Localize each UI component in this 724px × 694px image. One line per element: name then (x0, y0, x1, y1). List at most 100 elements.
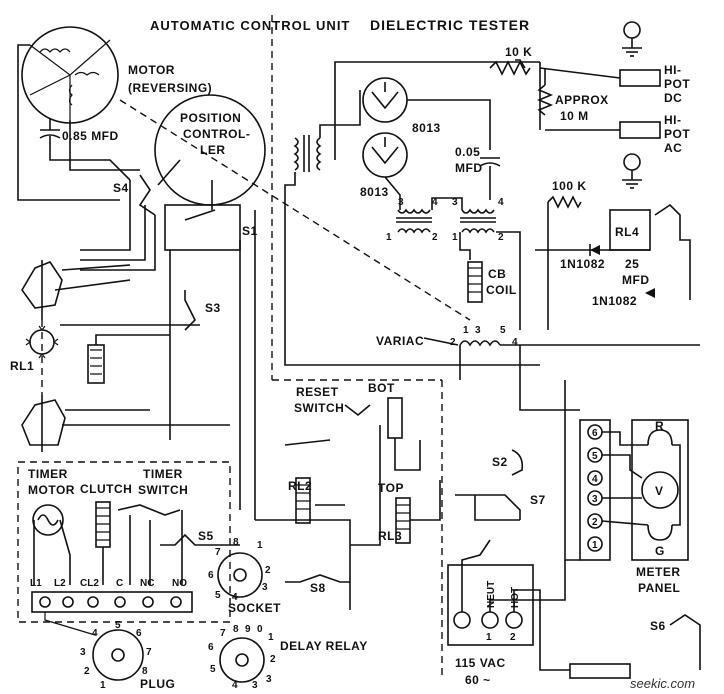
t-num-2: 4 (432, 197, 438, 208)
svg-text:0: 0 (257, 624, 263, 635)
rl1-coil (87, 344, 105, 384)
s6-label: S6 (650, 619, 666, 633)
svg-text:6: 6 (136, 628, 142, 639)
diode-label-1: 1N1082 (560, 257, 605, 271)
meter-v (641, 471, 679, 509)
svg-text:3: 3 (80, 647, 86, 658)
tube-label-top: 8013 (412, 121, 441, 135)
cam-switch-top (21, 260, 63, 320)
svg-text:3: 3 (262, 582, 268, 593)
terminal-block-6 (579, 419, 611, 561)
t-num-4: 4 (498, 197, 504, 208)
bus-1 (80, 180, 131, 251)
s6-switch (669, 614, 701, 670)
svg-text:4: 4 (232, 592, 238, 603)
tube-8013-top (362, 77, 408, 123)
ac-label-2: 60 ~ (465, 673, 491, 687)
r10k-label: 10 K (505, 45, 532, 59)
rl2-winding (296, 484, 310, 510)
plug-leads (44, 612, 96, 636)
rl3-label: RL3 (378, 529, 402, 543)
tube-label-bottom: 8013 (360, 185, 389, 199)
v-num-1: 1 (463, 325, 469, 336)
svg-text:7: 7 (215, 547, 221, 558)
cam-switch-bottom (21, 395, 66, 452)
svg-text:5: 5 (215, 590, 221, 601)
transformer-center-a (396, 208, 432, 234)
approx-label-2: 10 M (560, 109, 589, 123)
rl4-contact (654, 203, 691, 300)
cam-leads-2 (54, 279, 131, 291)
delay-relay-key (235, 653, 249, 667)
tester-wire-2 (319, 90, 361, 138)
pos-ctrl-label-2: CONTROL- (183, 127, 250, 141)
cap-25-2: MFD (622, 273, 650, 287)
ac-outlet-box (447, 564, 534, 646)
timer-lead-2 (59, 519, 71, 585)
t-num-5: 1 (386, 232, 392, 243)
s6-terminal (569, 663, 631, 679)
term-1: 1 (592, 540, 598, 551)
meter-r-lamp (647, 429, 673, 446)
plug (92, 629, 144, 681)
cap-085-label: 0.85 MFD (62, 129, 119, 143)
terminal-strip (31, 591, 193, 613)
bus-3 (80, 215, 156, 271)
meter-bus (564, 380, 580, 561)
transformer-center-b (460, 208, 496, 234)
t-wire-1 (431, 197, 463, 210)
svg-text:5: 5 (210, 664, 216, 675)
s7-label: S7 (530, 493, 546, 507)
rl1-winding (90, 349, 102, 375)
transformer-left (293, 135, 322, 172)
motor-lead-2 (49, 150, 131, 181)
term-c: C (116, 578, 123, 589)
hipot-dc-2: POT (664, 77, 690, 91)
timer-motor-label-2: MOTOR (28, 483, 75, 497)
t-num-6: 2 (432, 232, 438, 243)
motor-lead-3 (69, 120, 140, 171)
term-3: 3 (592, 494, 598, 505)
svg-text:9: 9 (245, 624, 251, 635)
rl3-winding (396, 504, 410, 530)
t-num-1: 3 (398, 197, 404, 208)
bot-label: BOT (368, 381, 395, 395)
ac-label-1: 115 VAC (455, 656, 506, 670)
t-num-3: 3 (452, 197, 458, 208)
s8-label: S8 (310, 581, 326, 595)
hot-label: HOT (510, 587, 521, 608)
meter-wire-1 (602, 431, 648, 446)
rl2-label: RL2 (288, 479, 312, 493)
hipot-ac-3: AC (664, 141, 682, 155)
s4-switch (138, 174, 156, 216)
rl4-label: RL4 (615, 225, 639, 239)
svg-text:1: 1 (257, 540, 263, 551)
tester-wire-5 (284, 172, 540, 366)
term-6: 6 (592, 428, 598, 439)
timer-motor-sine (37, 514, 59, 526)
svg-text:1: 1 (100, 680, 106, 691)
approx-label-1: APPROX (555, 93, 609, 107)
term-no: NO (172, 578, 187, 589)
relay-wire-1 (394, 438, 421, 471)
meter-panel-box (631, 419, 689, 561)
diode-label-2: 1N1082 (592, 294, 637, 308)
terminal-screws (39, 596, 182, 608)
capacitor-005 (479, 157, 501, 200)
s5-switch (160, 533, 240, 546)
hipot-ac-2: POT (664, 127, 690, 141)
cb-coil-2: COIL (486, 283, 517, 297)
section-title-tester: DIELECTRIC TESTER (370, 17, 530, 33)
svg-text:2: 2 (265, 565, 271, 576)
term-4: 4 (592, 474, 598, 485)
svg-text:8: 8 (142, 666, 148, 677)
socket-label: SOCKET (228, 601, 281, 615)
hipot-dc-terminal (619, 69, 661, 87)
watermark: seekic.com (630, 676, 695, 691)
relay-wire-4 (255, 519, 351, 610)
r10k-resistor (489, 60, 531, 76)
rl1-label: RL1 (10, 359, 34, 373)
meter-v-label: V (655, 484, 664, 498)
bot-coil (387, 397, 403, 439)
s3-switch (184, 290, 196, 331)
